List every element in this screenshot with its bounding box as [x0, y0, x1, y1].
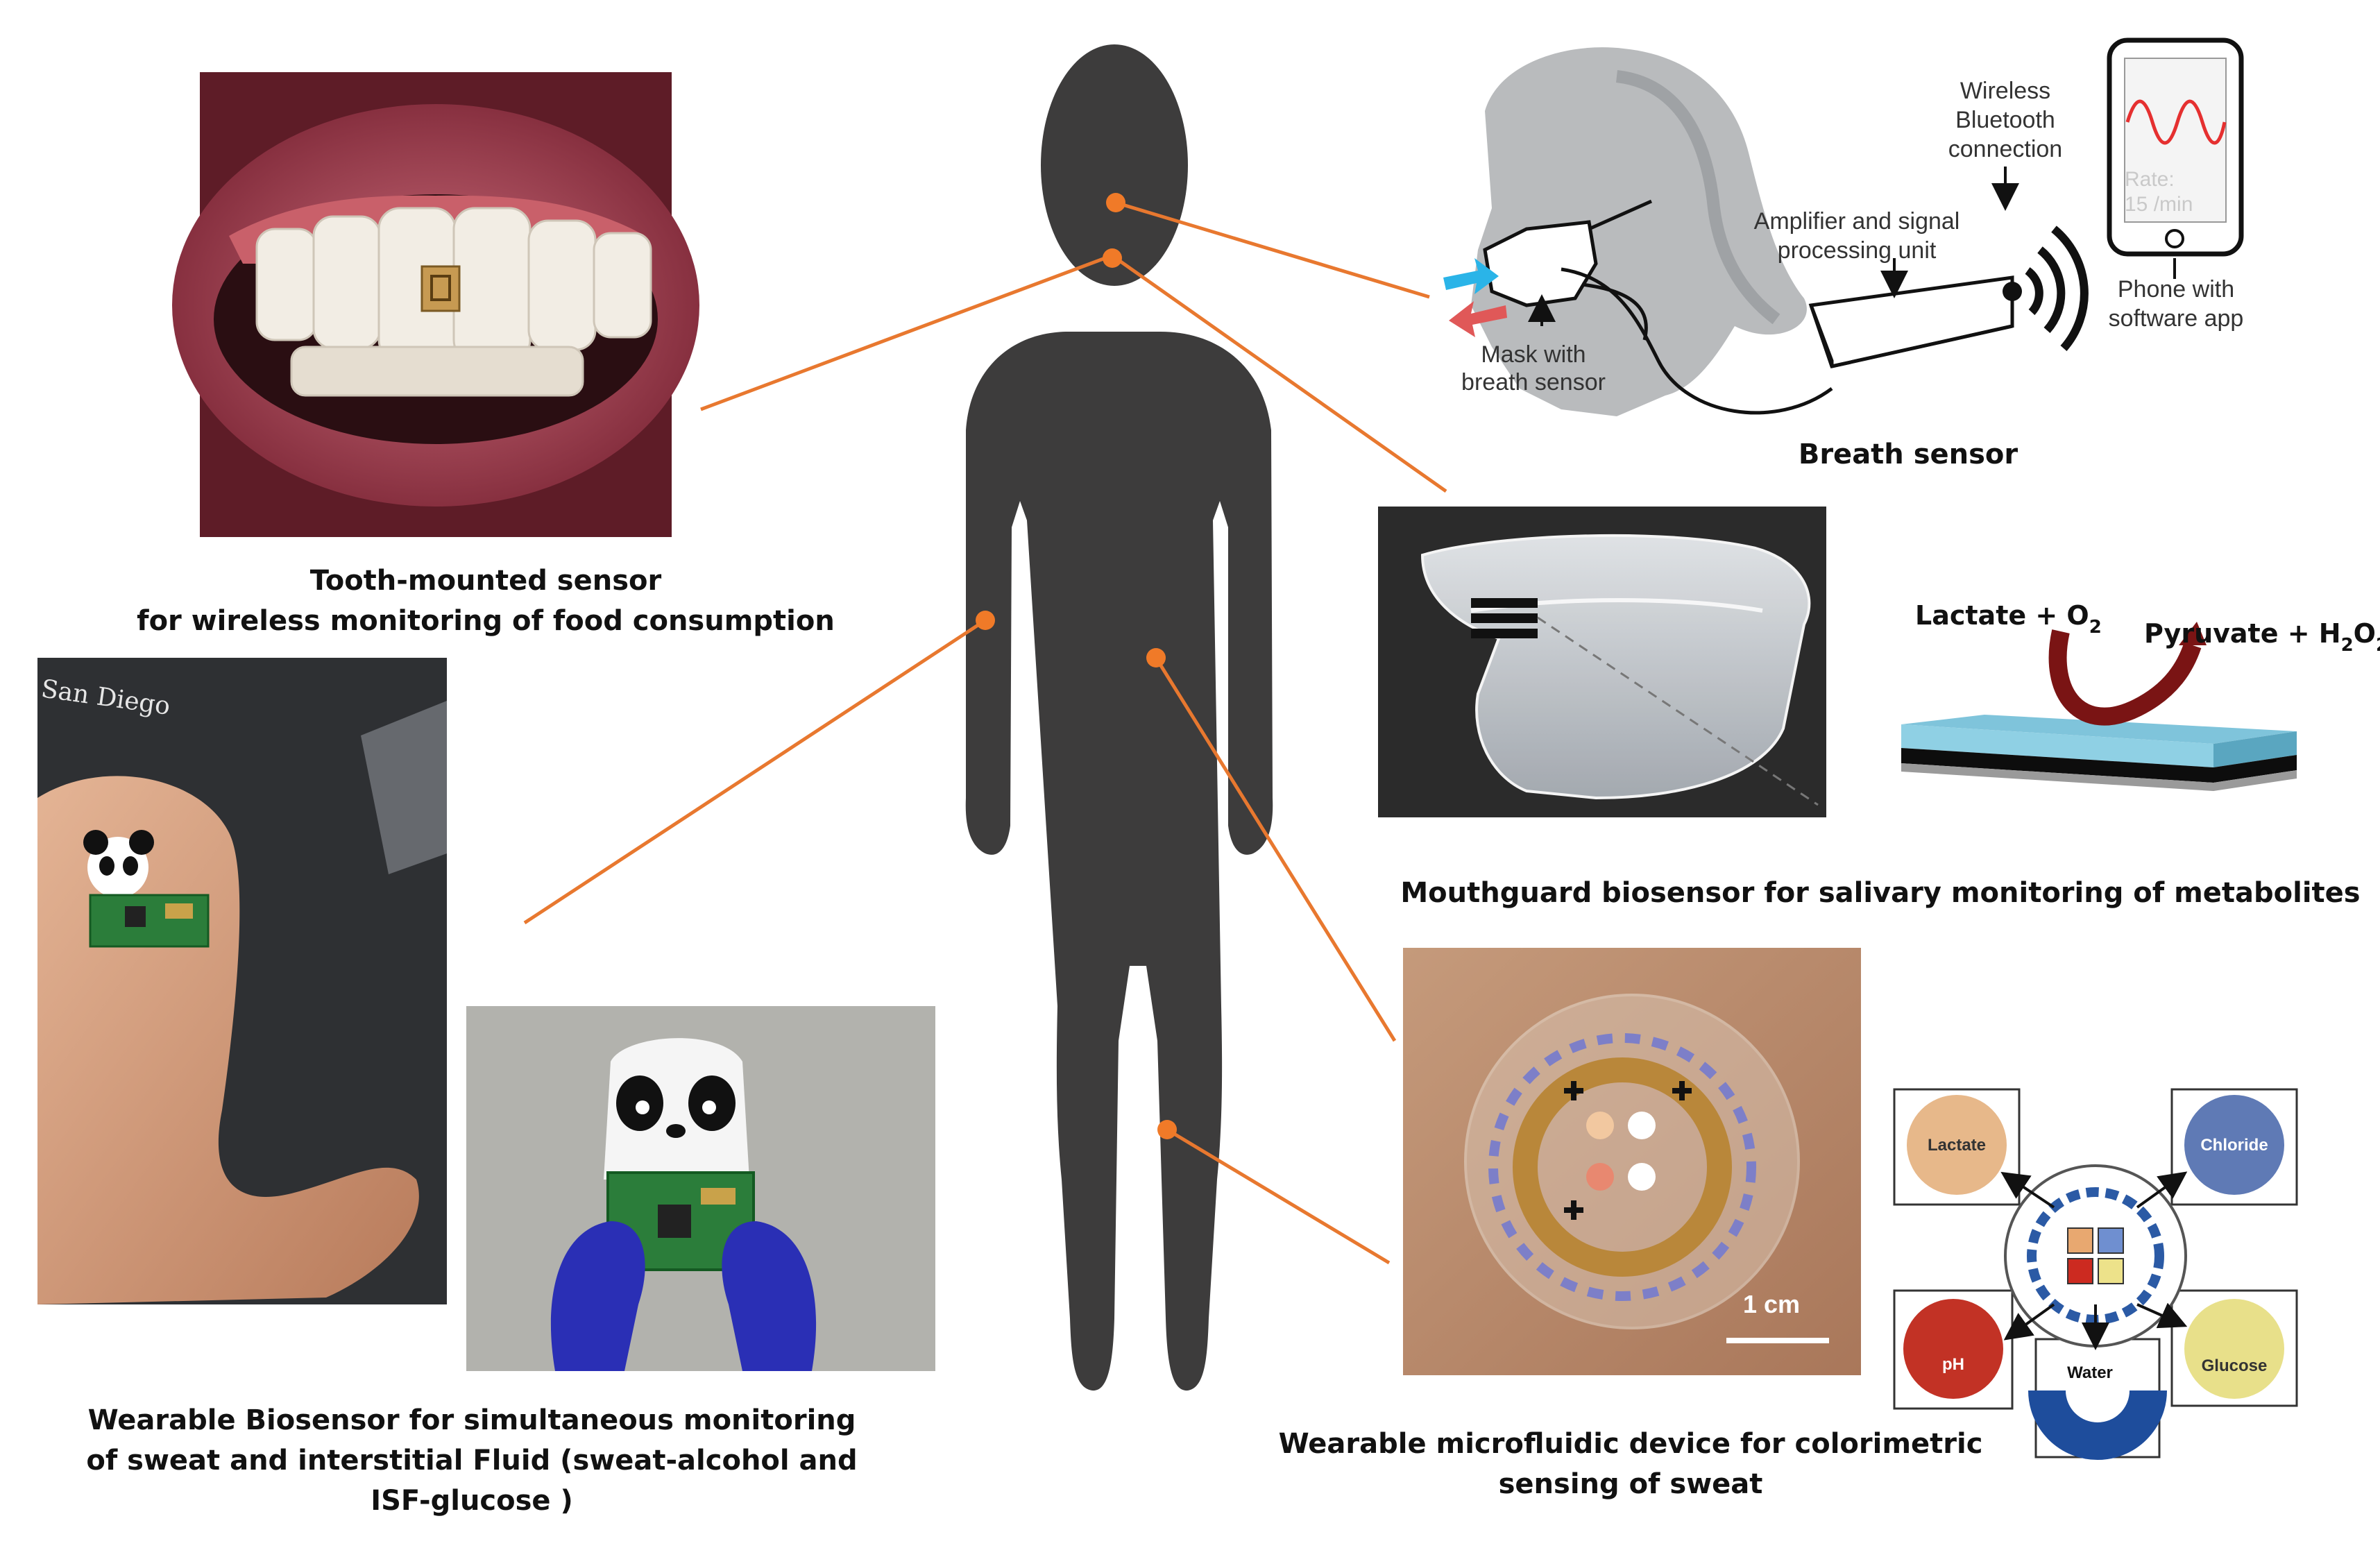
caption-wearable-line2: of sweat and interstitial Fluid (sweat-a… [86, 1445, 858, 1477]
microfluidic-ring [1513, 1057, 1732, 1277]
panda-patch-photo [466, 1006, 935, 1371]
breath-in-arrow [1443, 258, 1499, 294]
reaction-lactate: Lactate + O2 [1915, 600, 2102, 638]
bluetooth-emitter [2003, 282, 2022, 301]
caption-breath-line: Breath sensor [1798, 439, 2018, 470]
caption-tooth-line2: for wireless monitoring of food consumpt… [137, 605, 835, 637]
caption-breath: Breath sensor [1700, 434, 2116, 475]
assay-label-chloride: Chloride [2200, 1136, 2268, 1155]
breath-sensor-illustration: Wireless Bluetooth connection Amplifier … [1443, 37, 2244, 416]
label-rate-1: Rate: [2125, 168, 2175, 191]
arm-tattoo-photo: San Diego [37, 658, 447, 1304]
connector-wearable [523, 618, 987, 925]
caption-tooth-line1: Tooth-mounted sensor [309, 565, 662, 597]
rate-waveform [2125, 99, 2227, 145]
caption-microfluidic-line2: sensing of sweat [1498, 1468, 1763, 1500]
label-mask-1: Mask with [1481, 341, 1586, 368]
phone-icon [2107, 37, 2244, 257]
wireless-waves-icon [2025, 226, 2089, 351]
connector-lines [523, 201, 1447, 1265]
silhouette-head [1041, 44, 1188, 286]
mouthguard-photo [1378, 507, 1826, 817]
microfluidic-photo: 1 cm [1403, 948, 1861, 1375]
caption-wearable-line3: ISF-glucose ) [371, 1485, 573, 1517]
label-rate-2: 15 /min [2125, 193, 2193, 216]
lactate-reaction-diagram: Lactate + O2 Pyruvate + H2O2 [1901, 600, 2380, 791]
silhouette-body [965, 332, 1273, 1391]
woman-head [1471, 47, 1807, 416]
human-silhouette [965, 44, 1273, 1391]
caption-mouthguard-line: Mouthguard biosensor for salivary monito… [1400, 877, 2361, 909]
connector-microfluidic-2 [1166, 1128, 1391, 1265]
mask-cable [1561, 267, 1833, 415]
caption-mouthguard: Mouthguard biosensor for salivary monito… [1395, 873, 2366, 913]
connector-mouthguard [1114, 256, 1447, 493]
amplifier-unit [1808, 275, 2014, 368]
teeth [255, 207, 652, 397]
caption-wearable: Wearable Biosensor for simultaneous moni… [49, 1400, 895, 1521]
gloved-hands [550, 1221, 817, 1371]
reaction-pyruvate: Pyruvate + H2O2 [2144, 618, 2380, 656]
assay-spots [1586, 1112, 1656, 1191]
assay-label-ph: pH [1942, 1355, 1964, 1374]
connector-tooth [700, 255, 1110, 411]
label-phone-1: Phone with [2118, 276, 2234, 303]
dot-face [1106, 193, 1125, 212]
reaction-arrow [2048, 629, 2202, 726]
caption-wearable-line1: Wearable Biosensor for simultaneous moni… [87, 1404, 856, 1436]
assay-label-glucose: Glucose [2202, 1356, 2268, 1375]
label-phone-2: software app [2109, 305, 2244, 332]
face-mask [1483, 220, 1598, 307]
caption-microfluidic: Wearable microfluidic device for colorim… [1263, 1424, 1998, 1504]
label-wireless-2: Bluetooth [1955, 107, 2055, 133]
assay-label-lactate: Lactate [1928, 1136, 1986, 1155]
dot-mouth [1103, 248, 1122, 268]
label-amp-2: processing unit [1778, 237, 1937, 264]
scale-label: 1 cm [1743, 1290, 1800, 1318]
connector-microfluidic-1 [1154, 656, 1397, 1042]
colorimetric-assay-diagram: Lactate Chloride pH Water Glucose [1893, 1088, 2298, 1460]
scale-bar [1726, 1338, 1829, 1343]
label-wireless-1: Wireless [1960, 78, 2050, 104]
dot-arm [976, 611, 995, 630]
dot-torso [1146, 648, 1166, 667]
label-amp-1: Amplifier and signal [1754, 208, 1960, 235]
connector-breath [1115, 201, 1430, 299]
breath-out-arrow [1449, 301, 1507, 337]
sensor-dots [976, 193, 1177, 1139]
label-mask-2: breath sensor [1461, 369, 1606, 395]
mouthguard-electrodes [1471, 598, 1538, 638]
tooth-sensor-chip [420, 265, 461, 312]
caption-tooth: Tooth-mounted sensor for wireless monito… [132, 561, 840, 641]
assay-label-water: Water [2067, 1363, 2113, 1382]
panda-tattoo [83, 830, 210, 948]
caption-microfluidic-line1: Wearable microfluidic device for colorim… [1278, 1428, 1983, 1460]
tooth-sensor-photo [172, 72, 699, 537]
dot-leg [1157, 1120, 1177, 1139]
label-wireless-3: connection [1948, 136, 2062, 162]
